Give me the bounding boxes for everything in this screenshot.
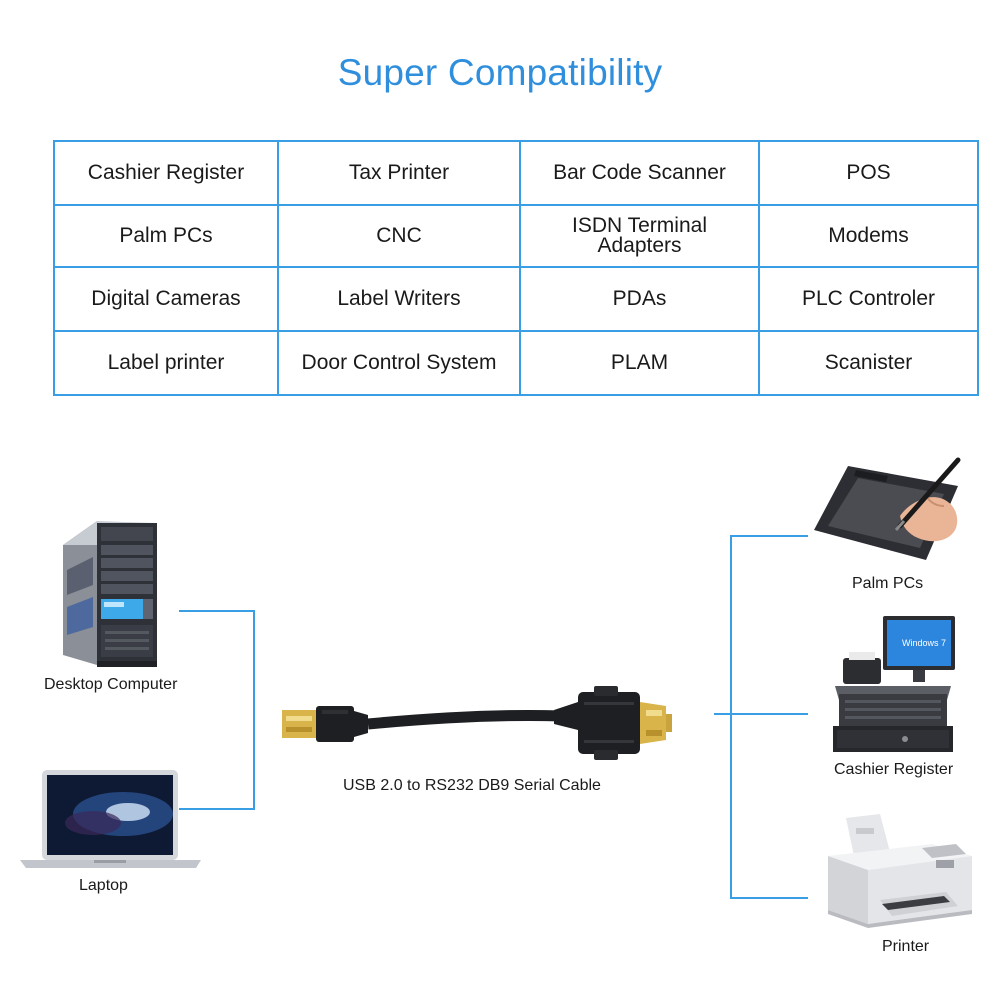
desktop-label: Desktop Computer <box>44 676 178 693</box>
table-row: Cashier Register Tax Printer Bar Code Sc… <box>53 140 979 206</box>
table-cell: Tax Printer <box>277 140 521 206</box>
table-row: Digital Cameras Label Writers PDAs PLC C… <box>53 266 979 332</box>
printer-label: Printer <box>882 938 930 955</box>
windows-screen-text: Windows 7 <box>902 638 946 648</box>
laptop-icon <box>20 770 201 868</box>
table-cell: Door Control System <box>277 330 521 396</box>
table-cell: Label printer <box>53 330 279 396</box>
table-cell: CNC <box>277 204 521 268</box>
table-cell: POS <box>758 140 979 206</box>
cashier-register-icon: Windows 7 <box>833 616 955 752</box>
connector-line <box>253 610 255 810</box>
laptop-label: Laptop <box>79 877 128 894</box>
palm-pc-tablet-icon <box>814 457 961 560</box>
table-row: Palm PCs CNC ISDN Terminal Adapters Mode… <box>53 204 979 268</box>
table-cell: Palm PCs <box>53 204 279 268</box>
connector-line <box>730 535 808 537</box>
table-cell: PLC Controler <box>758 266 979 332</box>
table-cell: Digital Cameras <box>53 266 279 332</box>
usb-db9-cable-icon <box>282 686 672 760</box>
desktop-computer-icon <box>63 521 157 667</box>
table-row: Label printer Door Control System PLAM S… <box>53 330 979 396</box>
connector-line <box>730 535 732 899</box>
table-cell: Cashier Register <box>53 140 279 206</box>
table-cell: PDAs <box>519 266 760 332</box>
printer-icon <box>828 814 972 928</box>
connector-line <box>730 897 808 899</box>
connector-line <box>179 808 255 810</box>
table-cell: Scanister <box>758 330 979 396</box>
compatibility-table: Cashier Register Tax Printer Bar Code Sc… <box>53 140 979 396</box>
cashier-register-label: Cashier Register <box>834 761 954 778</box>
table-cell: ISDN Terminal Adapters <box>519 204 760 268</box>
table-cell: Label Writers <box>277 266 521 332</box>
table-cell: PLAM <box>519 330 760 396</box>
table-cell: Bar Code Scanner <box>519 140 760 206</box>
connector-line <box>714 713 732 715</box>
cable-label: USB 2.0 to RS232 DB9 Serial Cable <box>343 777 601 794</box>
connector-line <box>179 610 255 612</box>
connector-line <box>730 713 808 715</box>
page-title: Super Compatibility <box>337 52 663 93</box>
table-cell: Modems <box>758 204 979 268</box>
palm-pcs-label: Palm PCs <box>852 575 924 592</box>
